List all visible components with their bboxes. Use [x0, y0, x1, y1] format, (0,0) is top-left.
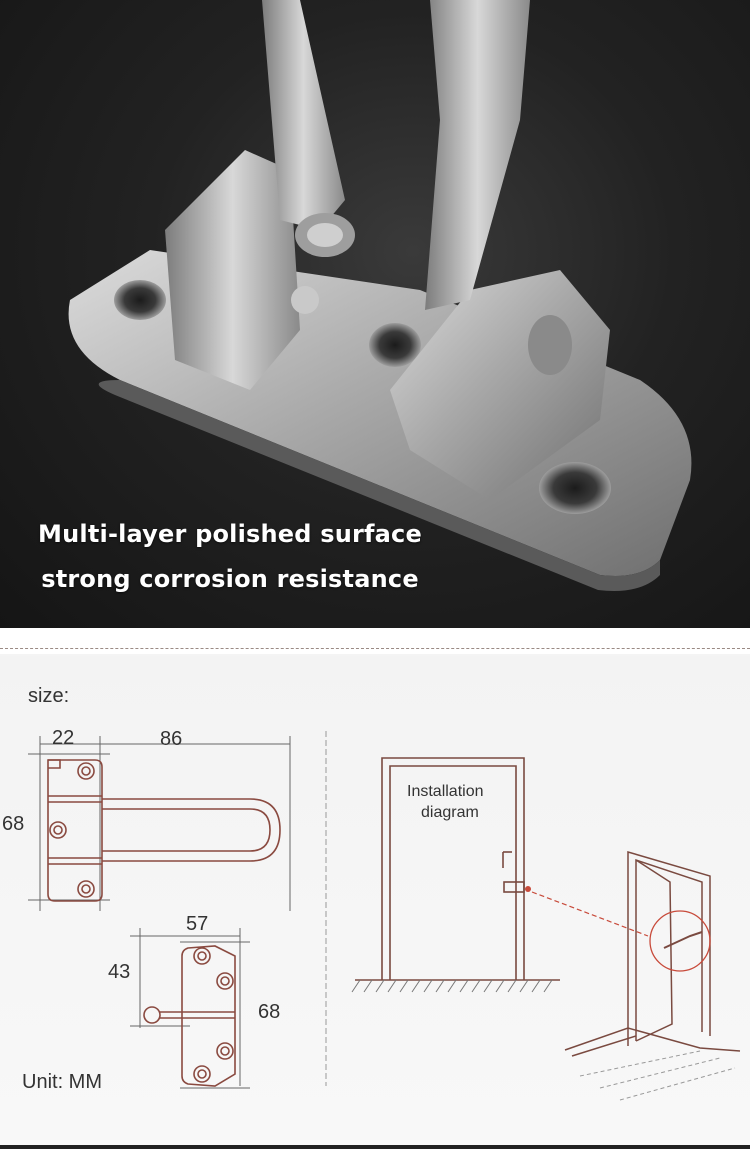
- unit-label: Unit: MM: [22, 1071, 102, 1093]
- dim-offset-bottom: 43: [108, 961, 131, 983]
- dim-width-bottom: 57: [186, 913, 209, 935]
- size-panel: size: 22 86 68 57 43 68 Unit: MM Install…: [0, 656, 750, 1149]
- bottom-edge: [0, 1145, 750, 1149]
- dim-height-top: 68: [2, 813, 25, 835]
- caption-line-1: Multi-layer polished surface: [38, 520, 422, 548]
- section-divider: [0, 628, 750, 654]
- door-guard-latch-image: [68, 0, 692, 591]
- technical-drawing: [28, 731, 741, 1101]
- dashed-divider: [0, 648, 750, 649]
- product-photo: Multi-layer polished surface strong corr…: [0, 0, 750, 628]
- installation-label-line1: Installation: [407, 783, 484, 800]
- dim-width-right: 86: [160, 728, 183, 750]
- dim-width-left: 22: [52, 727, 75, 749]
- size-title: size:: [28, 685, 70, 707]
- caption-line-2: strong corrosion resistance: [41, 565, 419, 593]
- installation-label-line2: diagram: [421, 804, 479, 821]
- dim-height-bottom: 68: [258, 1001, 281, 1023]
